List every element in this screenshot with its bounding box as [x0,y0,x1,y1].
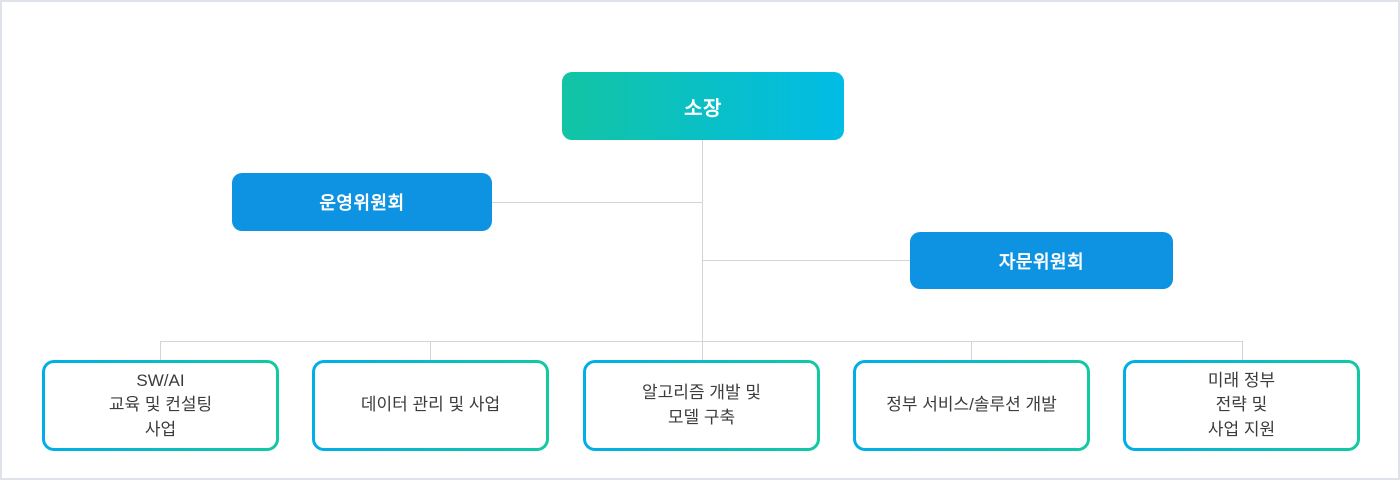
dept-label-line: SW/AI [136,370,185,390]
dept-label-line: 미래 정부 [1207,370,1276,390]
advisory-committee-box: 자문위원회 [910,232,1173,289]
dept-label-line: 데이터 관리 및 사업 [360,395,501,415]
dept-box-future-gov-strategy: 미래 정부 전략 및 사업 지원 [1123,360,1360,451]
connector-dept-stub [971,341,972,360]
dept-label-line: 알고리즘 개발 및 [642,382,761,402]
dept-box-algorithm-model: 알고리즘 개발 및 모델 구축 [583,360,820,451]
dept-label-line: 교육 및 컨설팅 [108,395,213,415]
director-label: 소장 [684,97,722,120]
advisory-committee-label: 자문위원회 [998,251,1085,272]
connector-committee-operating [492,202,702,203]
director-box: 소장 [562,72,844,140]
dept-label-line: 사업 [144,419,177,439]
connector-director-vertical [702,140,703,360]
connector-dept-stub [160,341,161,360]
dept-box-gov-service-solution: 정부 서비스/솔루션 개발 [853,360,1090,451]
dept-label-line: 모델 구축 [667,407,736,427]
dept-box-sw-ai-education: SW/AI 교육 및 컨설팅 사업 [42,360,279,451]
dept-label-line: 사업 지원 [1207,419,1276,439]
connector-dept-stub [1242,341,1243,360]
dept-label-line: 정부 서비스/솔루션 개발 [886,395,1057,415]
dept-box-data-management: 데이터 관리 및 사업 [312,360,549,451]
connector-departments-horizontal [160,341,1242,342]
operating-committee-box: 운영위원회 [232,173,492,231]
connector-dept-stub [430,341,431,360]
connector-committee-advisory [702,260,910,261]
dept-label-line: 전략 및 [1215,395,1268,415]
operating-committee-label: 운영위원회 [319,193,405,213]
